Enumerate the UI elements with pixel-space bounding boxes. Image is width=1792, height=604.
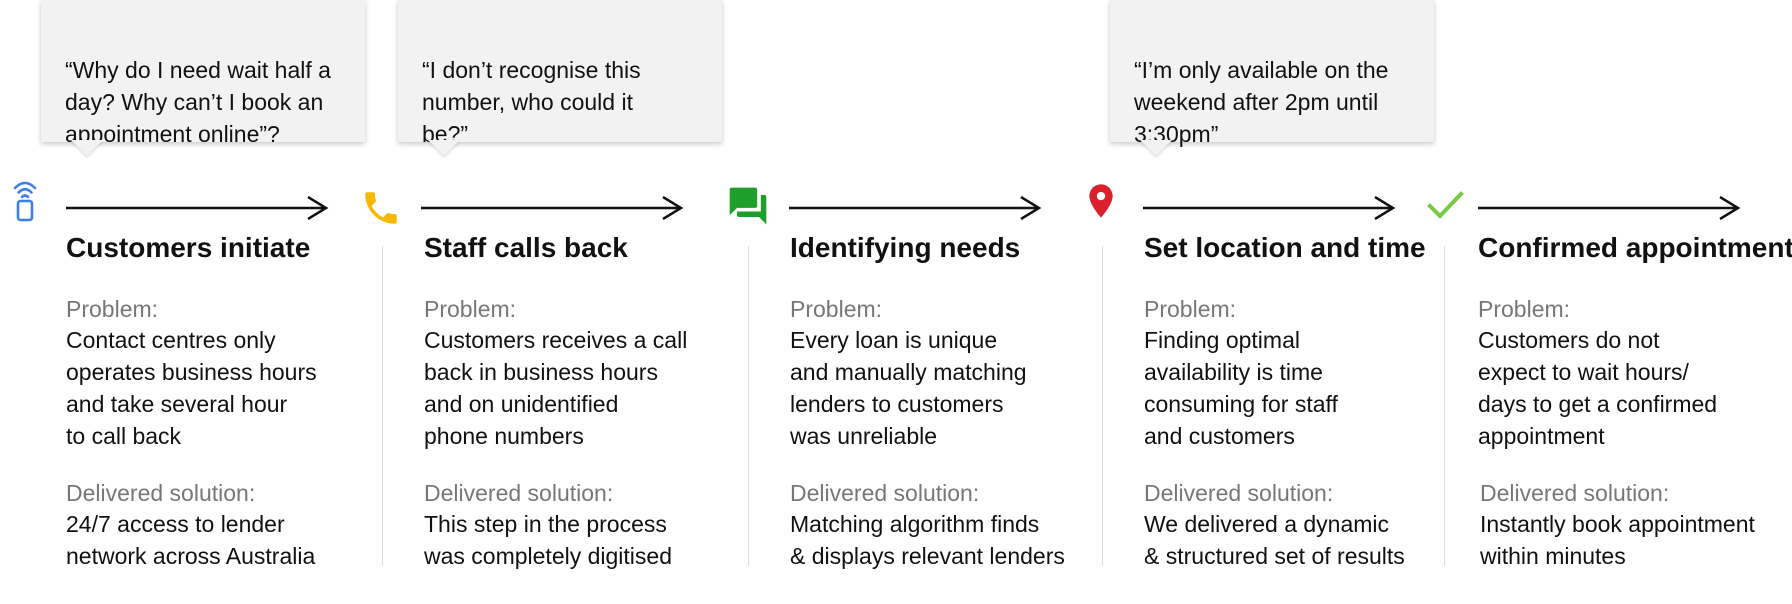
- solution-text: Matching algorithm finds & displays rele…: [790, 511, 1065, 569]
- step-title-identifying-needs: Identifying needs: [790, 232, 1021, 263]
- solution-label: Delivered solution:: [790, 480, 980, 506]
- problem-text: Customers do not expect to wait hours/ d…: [1478, 327, 1718, 449]
- bubble-tail: [71, 140, 103, 156]
- location-pin-icon: [1089, 184, 1113, 218]
- solution-text: Instantly book appointment within minute…: [1480, 511, 1755, 569]
- problem-text: Customers receives a call back in busine…: [424, 327, 688, 449]
- quote-bubble-staff-calls-back: “I don’t recognise this number, who coul…: [398, 0, 722, 156]
- flow-arrow: [1478, 196, 1741, 220]
- problem-text: Contact centres only operates business h…: [66, 327, 317, 449]
- solution-label: Delivered solution:: [66, 480, 256, 506]
- solution-label: Delivered solution:: [1480, 480, 1670, 506]
- bubble-tail: [1140, 140, 1172, 156]
- phone-icon: [365, 192, 397, 224]
- problem-label: Problem:: [1478, 296, 1571, 322]
- flow-arrow: [66, 196, 329, 220]
- solution-text: 24/7 access to lender network across Aus…: [66, 511, 316, 569]
- problem-label: Problem:: [424, 296, 517, 322]
- chat-icon: [729, 187, 767, 225]
- bubble-tail: [428, 140, 460, 156]
- solution-text: We delivered a dynamic & structured set …: [1144, 511, 1405, 569]
- step-title-staff-calls-back: Staff calls back: [424, 232, 628, 263]
- quote-bubble-set-location: “I’m only available on the weekend after…: [1110, 0, 1434, 156]
- problem-text: Finding optimal availability is time con…: [1144, 327, 1338, 449]
- flow-arrow: [789, 196, 1042, 220]
- solution-text: This step in the process was completely …: [424, 511, 673, 569]
- quote-bubble-customers-initiate: “Why do I need wait half a day? Why can’…: [41, 0, 365, 156]
- checkmark-icon: [1427, 191, 1464, 219]
- column-divider: [1444, 246, 1445, 566]
- step-title-confirmed-appointment: Confirmed appointment: [1478, 232, 1792, 263]
- step-title-set-location-and-time: Set location and time: [1144, 232, 1426, 263]
- column-divider: [1102, 246, 1103, 566]
- step-title-customers-initiate: Customers initiate: [66, 232, 311, 263]
- flow-arrow: [1143, 196, 1396, 220]
- problem-label: Problem:: [790, 296, 883, 322]
- column-divider: [382, 246, 383, 566]
- problem-label: Problem:: [1144, 296, 1237, 322]
- column-divider: [748, 246, 749, 566]
- solution-label: Delivered solution:: [1144, 480, 1334, 506]
- flow-arrow: [421, 196, 684, 220]
- problem-text: Every loan is unique and manually matchi…: [790, 327, 1027, 449]
- solution-label: Delivered solution:: [424, 480, 614, 506]
- quote-text: “Why do I need wait half a day? Why can’…: [65, 57, 331, 147]
- wifi-device-icon: [13, 181, 37, 222]
- quote-text: “I don’t recognise this number, who coul…: [422, 57, 641, 147]
- problem-label: Problem:: [66, 296, 159, 322]
- quote-text: “I’m only available on the weekend after…: [1134, 57, 1389, 147]
